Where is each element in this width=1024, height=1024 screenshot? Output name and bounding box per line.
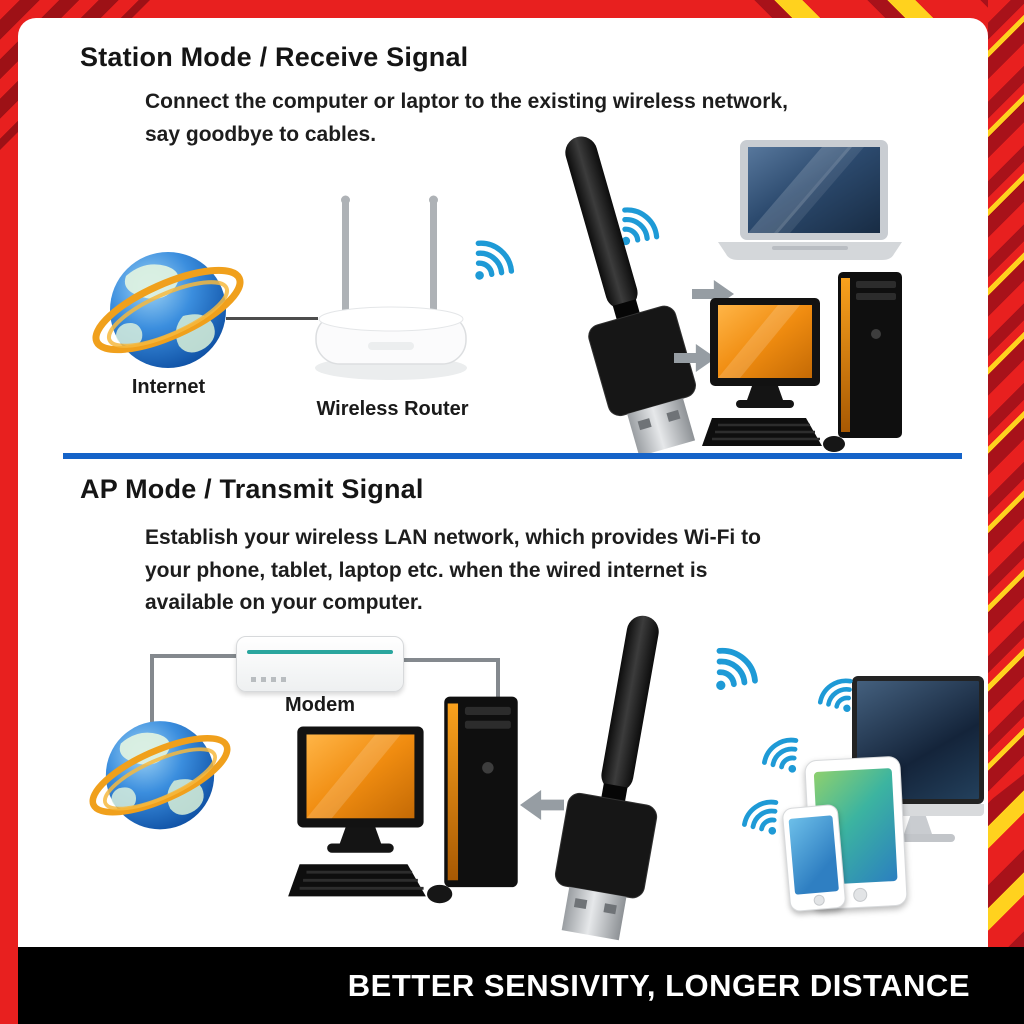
cable-line (150, 654, 240, 658)
internet-globe (92, 252, 244, 368)
modem-label: Modem (285, 694, 355, 716)
desktop-computer (288, 696, 518, 904)
phone-home-button (812, 894, 825, 907)
wifi-signal-icon (817, 678, 853, 712)
section-divider (63, 453, 962, 459)
phone-screen (788, 815, 839, 895)
usb-wifi-adapter (565, 136, 696, 457)
modem (236, 636, 404, 692)
wifi-signal-icon (742, 799, 779, 835)
wireless-router (315, 195, 467, 380)
modem-stripe (247, 650, 393, 654)
ap-mode-title: AP Mode / Transmit Signal (80, 474, 424, 504)
desktop-computer (702, 272, 902, 452)
cable-line (496, 658, 500, 720)
tablet-home-button (852, 887, 868, 903)
station-mode-description: Connect the computer or laptor to the ex… (145, 90, 788, 146)
station-mode-title: Station Mode / Receive Signal (80, 42, 469, 72)
wifi-signal-icon (762, 737, 799, 773)
monitor-stand (904, 816, 932, 834)
modem-indicator-lights (251, 677, 291, 682)
ap-mode-description: Establish your wireless LAN network, whi… (145, 526, 761, 615)
usb-wifi-adapter (554, 615, 659, 941)
internet-label: Internet (131, 376, 206, 398)
router-label: Wireless Router (316, 398, 469, 420)
internet-globe (89, 721, 231, 830)
cable-line (226, 317, 318, 320)
monitor-base (881, 834, 955, 842)
laptop (718, 140, 902, 260)
wifi-signal-icon (716, 647, 758, 690)
footer-bar: BETTER SENSIVITY, LONGER DISTANCE (18, 947, 1024, 1024)
cable-line (150, 654, 154, 742)
wifi-signal-icon (475, 240, 515, 280)
cable-line (402, 658, 500, 662)
footer-tagline: BETTER SENSIVITY, LONGER DISTANCE (347, 967, 970, 1003)
